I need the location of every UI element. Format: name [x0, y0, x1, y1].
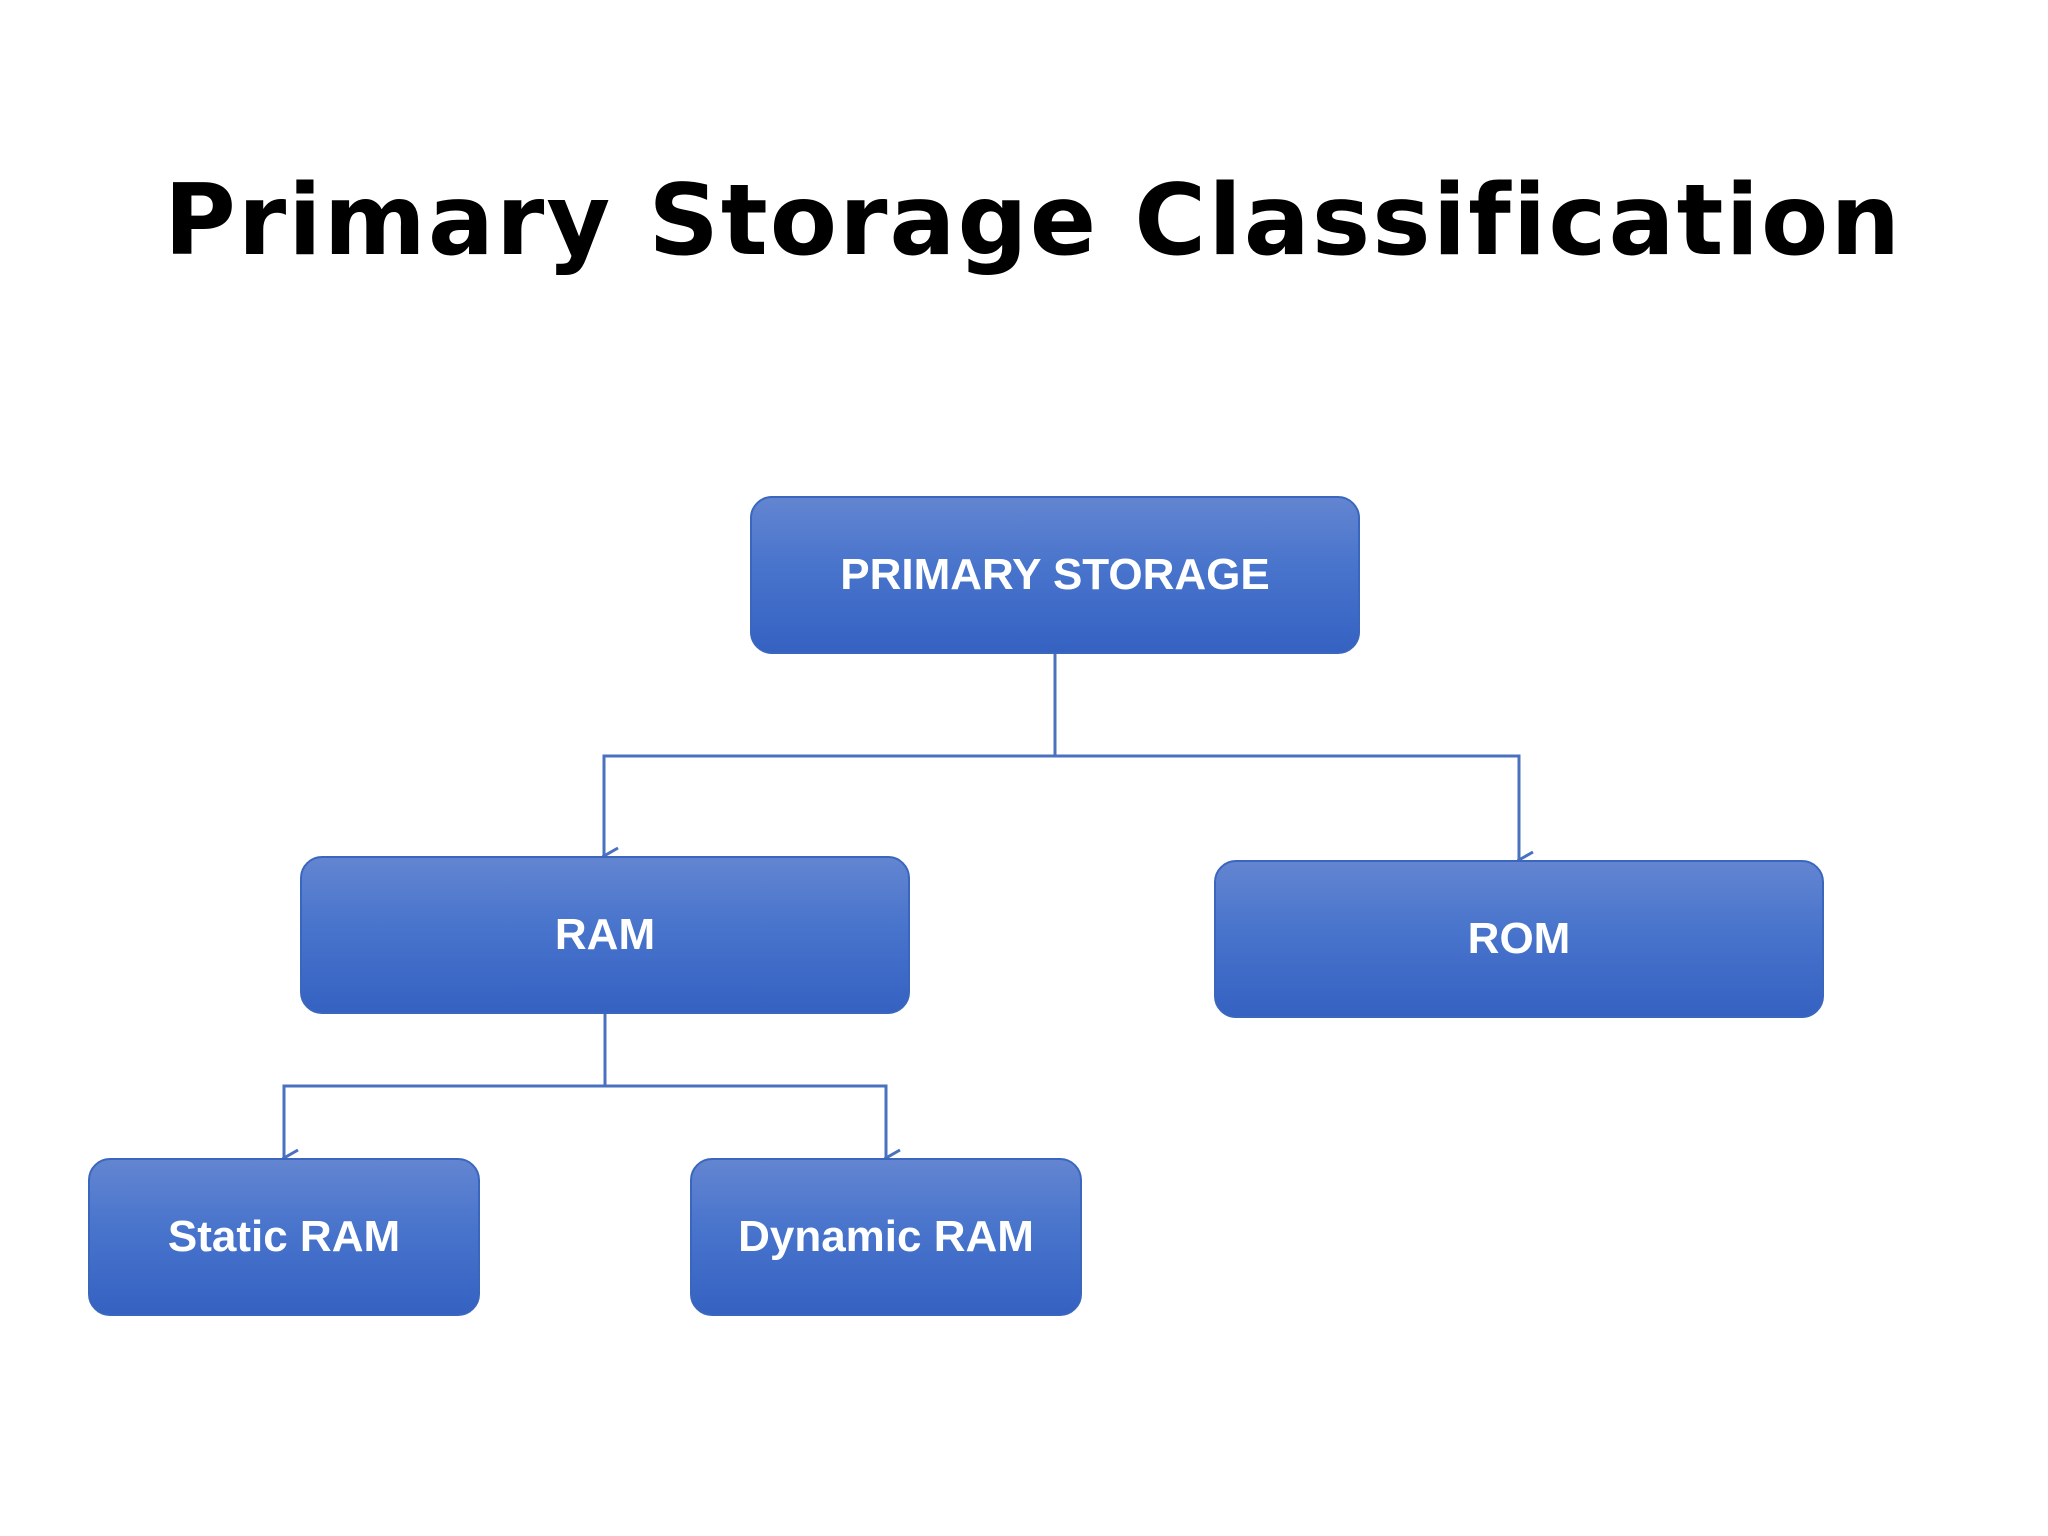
edge-ram-to-static-ram — [284, 1014, 607, 1158]
node-rom-label: ROM — [1467, 914, 1571, 963]
node-static-ram-label: Static RAM — [167, 1212, 401, 1261]
node-rom: ROM — [1214, 860, 1824, 1018]
node-dynamic-ram: Dynamic RAM — [690, 1158, 1082, 1316]
node-dynamic-ram-label: Dynamic RAM — [738, 1212, 1034, 1261]
node-primary-storage: PRIMARY STORAGE — [750, 496, 1360, 654]
node-static-ram: Static RAM — [88, 1158, 480, 1316]
node-ram-label: RAM — [554, 910, 656, 959]
page-title: Primary Storage Classification — [164, 164, 1903, 278]
edge-primary-to-ram — [604, 654, 1057, 856]
edge-primary-to-rom — [1055, 754, 1519, 860]
node-primary-storage-label: PRIMARY STORAGE — [840, 550, 1270, 599]
node-ram: RAM — [300, 856, 910, 1014]
edge-ram-to-dynamic-ram — [605, 1084, 886, 1158]
